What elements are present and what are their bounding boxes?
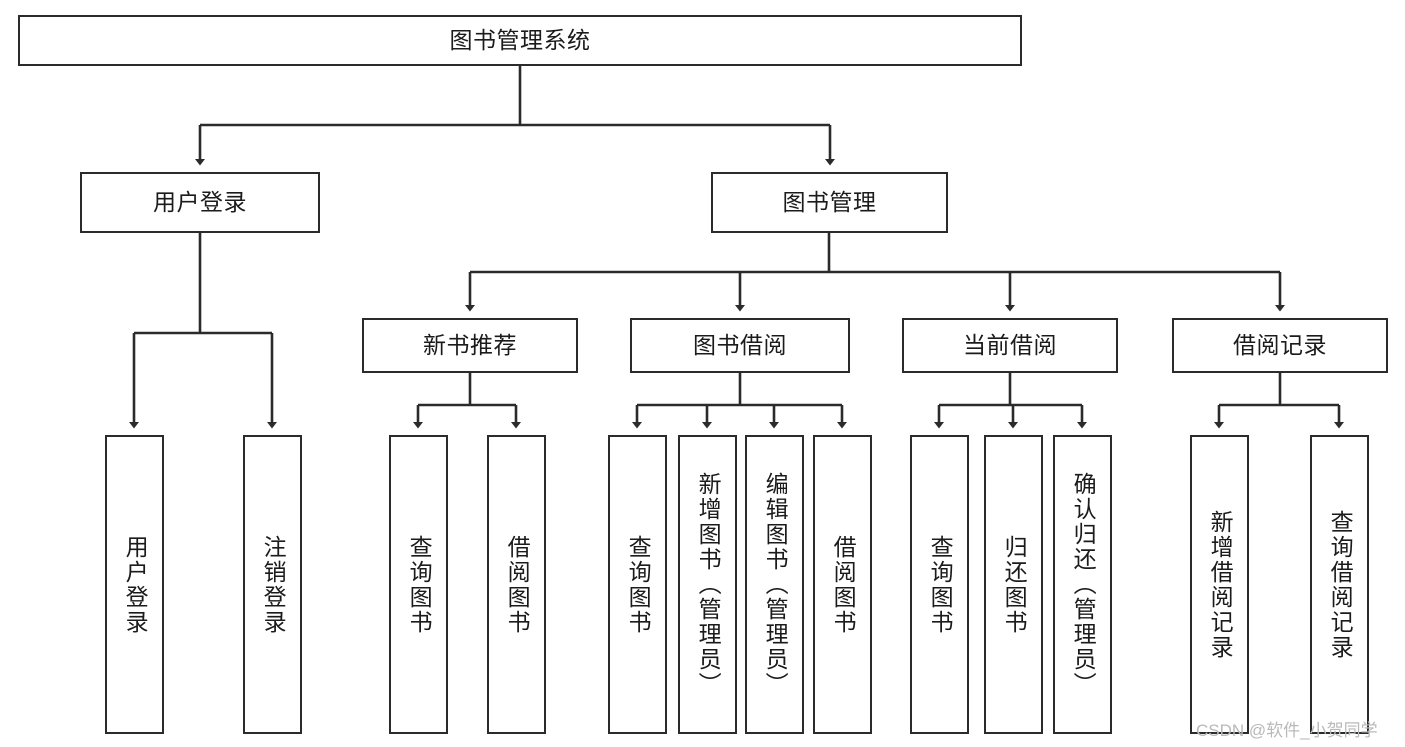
node-leaf-edit-book-label: 编辑图书（管理员） — [762, 472, 789, 697]
node-leaf-query-book-2-label: 查询图书 — [625, 534, 652, 635]
node-leaf-add-record[interactable]: 新增借阅记录 — [1190, 435, 1249, 734]
node-book-borrow-label: 图书借阅 — [693, 331, 787, 358]
node-leaf-query-record[interactable]: 查询借阅记录 — [1310, 435, 1369, 734]
csdn-watermark: CSDN @软件_小贺同学 — [1196, 721, 1378, 740]
node-leaf-user-login[interactable]: 用户登录 — [105, 435, 164, 734]
node-leaf-add-book[interactable]: 新增图书（管理员） — [678, 435, 737, 734]
node-leaf-edit-book[interactable]: 编辑图书（管理员） — [745, 435, 804, 734]
node-book-manage-label: 图书管理 — [782, 188, 877, 215]
node-leaf-confirm-return-label: 确认归还（管理员） — [1070, 472, 1097, 697]
node-leaf-user-logout-label: 注销登录 — [260, 534, 287, 635]
node-leaf-return-book-label: 归还图书 — [1001, 534, 1028, 635]
node-leaf-add-book-label: 新增图书（管理员） — [695, 472, 722, 697]
node-leaf-borrow-book-1[interactable]: 借阅图书 — [487, 435, 546, 734]
node-new-book-recommend[interactable]: 新书推荐 — [362, 318, 578, 373]
node-borrow-record[interactable]: 借阅记录 — [1172, 318, 1388, 373]
node-leaf-add-record-label: 新增借阅记录 — [1207, 509, 1234, 660]
node-root-label: 图书管理系统 — [449, 26, 591, 53]
node-book-manage[interactable]: 图书管理 — [711, 172, 948, 233]
node-borrow-record-label: 借阅记录 — [1233, 331, 1327, 358]
node-leaf-query-book-2[interactable]: 查询图书 — [608, 435, 667, 734]
node-leaf-user-logout[interactable]: 注销登录 — [243, 435, 302, 734]
node-new-book-recommend-label: 新书推荐 — [423, 331, 517, 358]
node-leaf-borrow-book-2-label: 借阅图书 — [830, 534, 857, 635]
node-leaf-query-record-label: 查询借阅记录 — [1327, 509, 1354, 660]
node-user-login[interactable]: 用户登录 — [80, 172, 320, 233]
node-book-borrow[interactable]: 图书借阅 — [630, 318, 850, 373]
node-leaf-query-book-3-label: 查询图书 — [927, 534, 954, 635]
node-current-borrow-label: 当前借阅 — [963, 331, 1057, 358]
node-root[interactable]: 图书管理系统 — [18, 15, 1022, 66]
node-leaf-confirm-return[interactable]: 确认归还（管理员） — [1053, 435, 1112, 734]
node-leaf-borrow-book-2[interactable]: 借阅图书 — [813, 435, 872, 734]
node-current-borrow[interactable]: 当前借阅 — [902, 318, 1118, 373]
node-user-login-label: 用户登录 — [153, 188, 247, 215]
node-leaf-query-book-1[interactable]: 查询图书 — [389, 435, 448, 734]
node-leaf-borrow-book-1-label: 借阅图书 — [504, 534, 531, 635]
node-leaf-query-book-1-label: 查询图书 — [406, 534, 433, 635]
node-leaf-query-book-3[interactable]: 查询图书 — [910, 435, 969, 734]
node-leaf-return-book[interactable]: 归还图书 — [984, 435, 1043, 734]
node-leaf-user-login-label: 用户登录 — [122, 534, 149, 635]
